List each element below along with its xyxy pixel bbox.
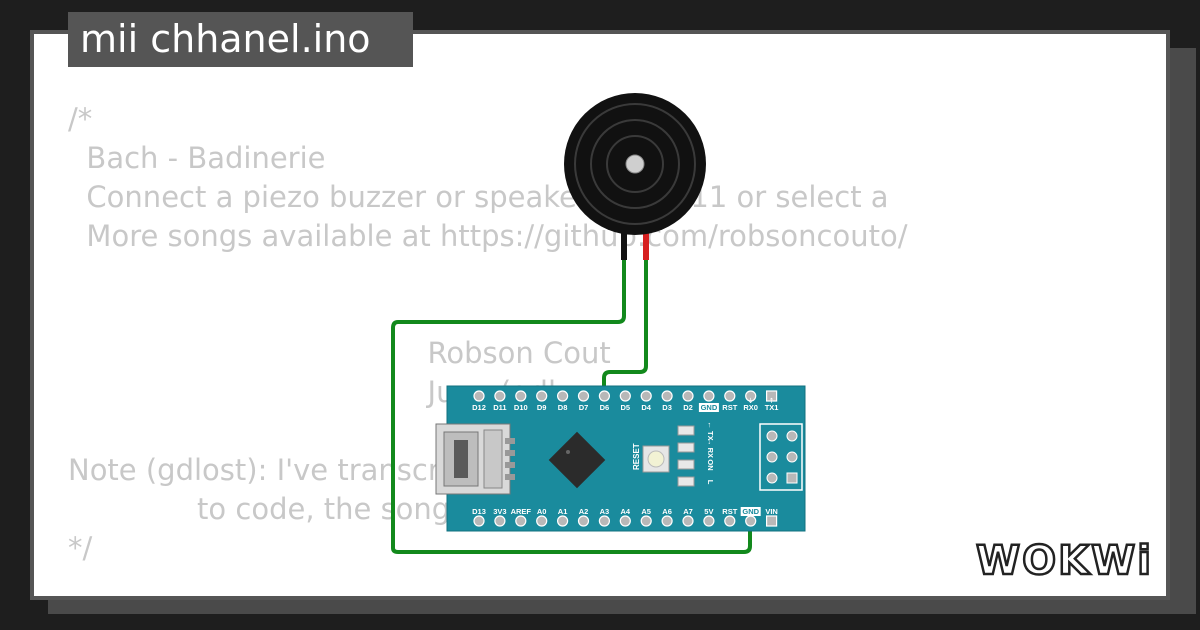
piezo-buzzer[interactable] xyxy=(564,93,706,260)
bottom-pin-gnd[interactable] xyxy=(745,515,757,527)
top-label-d10: D10 xyxy=(514,403,528,412)
top-gnd-label-bg xyxy=(698,403,719,412)
top-pin-gnd[interactable] xyxy=(703,390,715,402)
top-label-d11: D11 xyxy=(493,403,506,412)
top-pin-d8[interactable] xyxy=(556,390,569,402)
led-tx xyxy=(677,425,695,436)
bottom-pin-aref[interactable] xyxy=(515,515,527,527)
bottom-label-d13: D13 xyxy=(472,507,486,516)
bottom-label-a2: A2 xyxy=(579,507,589,516)
top-label-d9: D9 xyxy=(537,403,547,412)
buzzer-ring-outer xyxy=(574,103,696,225)
bottom-pin-a0[interactable] xyxy=(536,515,548,527)
bottom-label-3v3: 3V3 xyxy=(493,507,506,516)
bottom-pin-row: D13 3V3 AREF A0 A1 A2 A3 A4 A5 A6 A7 5V RST GND VIN xyxy=(472,507,778,527)
top-label-d4: D4 xyxy=(641,403,651,412)
bottom-label-gnd: GND xyxy=(742,507,759,516)
bottom-label-vin: VIN xyxy=(765,507,778,516)
bottom-pin-vin[interactable] xyxy=(765,515,778,527)
top-pin-d10[interactable] xyxy=(515,390,527,402)
bottom-label-rst: RST xyxy=(722,507,737,516)
bottom-pin-rst[interactable] xyxy=(724,515,736,527)
bottom-pin-a7[interactable] xyxy=(682,515,694,527)
wokwi-logo: WOKWi xyxy=(975,537,1152,586)
tx-arrow: ↑ xyxy=(769,397,775,405)
top-label-rx0: RX0 xyxy=(743,403,758,412)
top-pin-rx0[interactable] xyxy=(745,390,757,402)
usb-connector xyxy=(435,423,515,495)
top-label-d6: D6 xyxy=(600,403,610,412)
bottom-pin-a1[interactable] xyxy=(556,515,569,527)
top-label-d3: D3 xyxy=(662,403,672,412)
buzzer-ring-core xyxy=(606,135,664,193)
bottom-label-a7: A7 xyxy=(683,507,693,516)
top-label-d7: D7 xyxy=(579,403,589,412)
bottom-label-a6: A6 xyxy=(662,507,672,516)
bottom-gnd-label-bg xyxy=(740,507,761,516)
top-pin-row: D12 D11 D10 D9 D8 D7 D6 D5 D4 D3 D2 GND RST RX0 TX1 ↓ ↑ xyxy=(472,390,779,412)
buzzer-lead-red xyxy=(643,218,649,260)
top-pin-rst[interactable] xyxy=(724,390,736,402)
led-label-tx: ← TX xyxy=(706,421,715,440)
top-label-d5: D5 xyxy=(621,403,631,412)
led-label-l: L xyxy=(706,480,715,485)
top-label-d2: D2 xyxy=(683,403,693,412)
wokwi-logo-text: WOKWi xyxy=(976,538,1152,584)
top-pin-d11[interactable] xyxy=(494,390,506,402)
led-rx xyxy=(677,442,695,453)
top-pin-d5[interactable] xyxy=(619,390,631,402)
bottom-label-a4: A4 xyxy=(621,507,631,516)
buzzer-lead-black xyxy=(621,218,627,260)
top-pin-d7[interactable] xyxy=(577,390,590,402)
bottom-pin-d13[interactable] xyxy=(473,515,485,527)
top-label-d12: D12 xyxy=(472,403,486,412)
buzzer-ring-inner xyxy=(590,119,680,209)
bottom-pin-a4[interactable] xyxy=(619,515,631,527)
top-pin-d3[interactable] xyxy=(661,390,673,402)
top-label-gnd: GND xyxy=(701,403,718,412)
led-l xyxy=(677,476,695,487)
top-pin-d4[interactable] xyxy=(640,390,652,402)
top-pin-d6[interactable] xyxy=(598,390,611,402)
bottom-pin-a5[interactable] xyxy=(640,515,652,527)
top-label-tx1: TX1 xyxy=(765,403,779,412)
led-label-rx: → RX xyxy=(706,438,715,458)
rx-arrow: ↓ xyxy=(748,397,754,405)
top-pin-d2[interactable] xyxy=(682,390,694,402)
bottom-label-aref: AREF xyxy=(511,507,532,516)
top-label-rst: RST xyxy=(722,403,737,412)
buzzer-center xyxy=(625,154,645,174)
icsp-header xyxy=(759,423,803,491)
top-label-d8: D8 xyxy=(558,403,568,412)
bottom-label-a1: A1 xyxy=(558,507,568,516)
bottom-label-a3: A3 xyxy=(600,507,610,516)
led-label-on: ON xyxy=(706,459,715,470)
reset-button[interactable]: RESET xyxy=(632,443,670,473)
bottom-pin-3v3[interactable] xyxy=(494,515,506,527)
wires xyxy=(391,258,752,554)
top-pin-tx1[interactable] xyxy=(765,390,778,402)
bottom-pin-a6[interactable] xyxy=(661,515,673,527)
wire-signal[interactable] xyxy=(602,258,648,396)
wire-gnd[interactable] xyxy=(391,258,752,554)
bottom-pin-a3[interactable] xyxy=(598,515,611,527)
bottom-label-a0: A0 xyxy=(537,507,547,516)
bottom-label-a5: A5 xyxy=(641,507,651,516)
reset-label: RESET xyxy=(632,443,641,470)
bottom-pin-5v[interactable] xyxy=(703,515,715,527)
led-on xyxy=(677,459,695,470)
top-pin-d12[interactable] xyxy=(473,390,485,402)
bottom-label-5v: 5V xyxy=(704,507,713,516)
project-title: mii chhanel.ino xyxy=(68,12,413,67)
top-pin-d9[interactable] xyxy=(536,390,548,402)
bottom-pin-a2[interactable] xyxy=(577,515,590,527)
